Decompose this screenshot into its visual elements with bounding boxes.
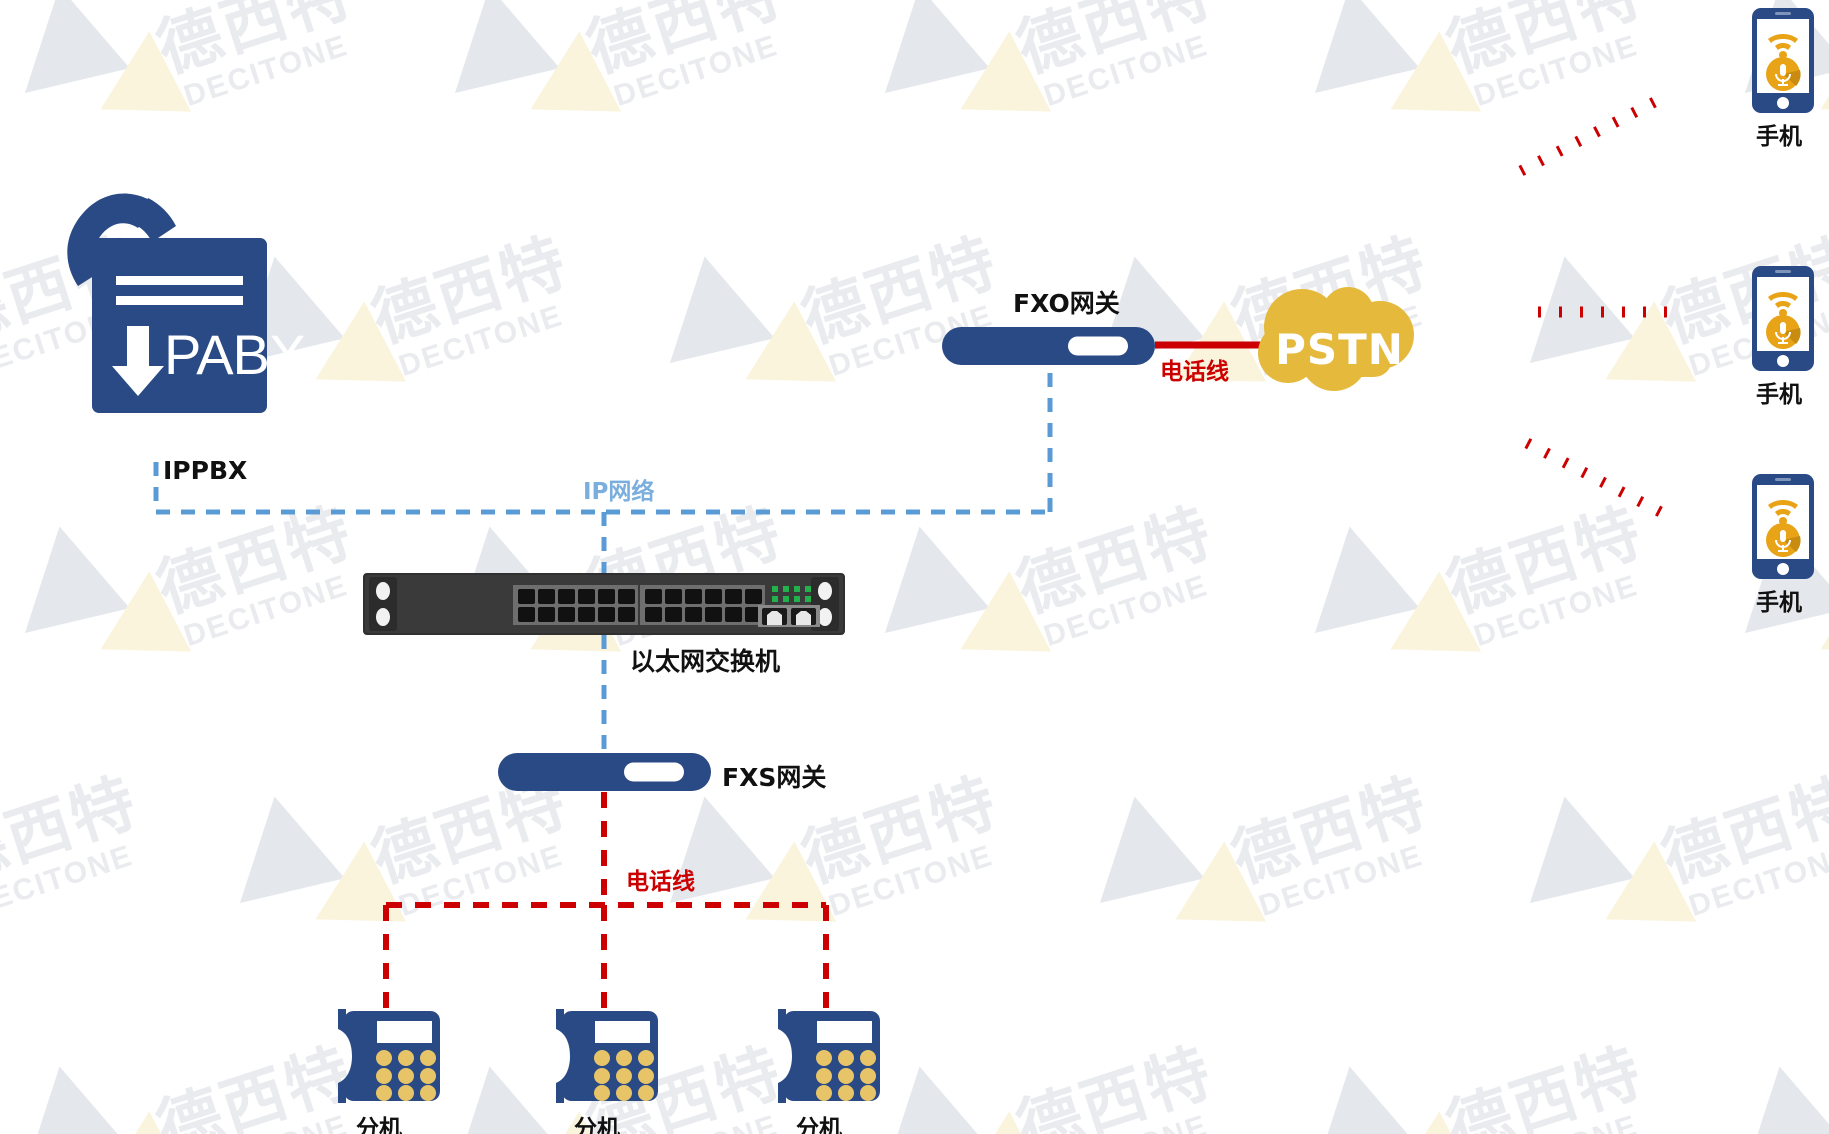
telephone-handset-icon (67, 193, 176, 286)
label-ippbx: IPPBX (163, 456, 248, 485)
node-fxs-gateway[interactable] (498, 753, 711, 791)
node-mobile-3[interactable]: 手机 (1752, 474, 1814, 616)
node-ethernet-switch[interactable] (363, 573, 845, 635)
fxs-gateway-slot (624, 762, 684, 782)
desk-phone-icon (778, 1009, 880, 1103)
node-pstn[interactable]: PSTN (1252, 287, 1427, 392)
pabx-body: PABX (92, 238, 306, 413)
label-phone-line-ext: 电话线 (626, 869, 695, 895)
mobile-phone-icon (1752, 474, 1814, 579)
label-extension-2: 分机 (574, 1116, 620, 1134)
node-extension-3[interactable]: 分机 (770, 1005, 882, 1134)
label-mobile-1: 手机 (1756, 124, 1802, 150)
mobile-phone-icon (1752, 8, 1814, 113)
node-ippbx[interactable]: PABX (60, 190, 310, 420)
cloud-icon (1258, 287, 1414, 391)
label-phone-line-pstn: 电话线 (1160, 359, 1229, 385)
label-fxo-gateway: FXO网关 (1013, 289, 1120, 318)
mobile-phone-icon (1752, 266, 1814, 371)
node-fxo-gateway[interactable] (942, 327, 1155, 365)
label-ip-network: IP网络 (583, 479, 655, 505)
node-extension-1[interactable]: 分机 (330, 1005, 442, 1134)
label-mobile-2: 手机 (1756, 382, 1802, 408)
pabx-badge-text: PABX (164, 323, 306, 386)
label-extension-3: 分机 (796, 1116, 842, 1134)
ethernet-switch-icon (363, 573, 845, 635)
pabx-bar-bottom (116, 296, 243, 305)
node-mobile-2[interactable]: 手机 (1752, 266, 1814, 408)
node-mobile-1[interactable]: 手机 (1752, 8, 1814, 150)
switch-sfp-ports (758, 605, 820, 627)
down-arrow-icon (112, 326, 164, 396)
desk-phone-icon (556, 1009, 658, 1103)
desk-phone-icon (338, 1009, 440, 1103)
label-mobile-3: 手机 (1756, 590, 1802, 616)
pabx-bar-top (116, 276, 243, 285)
pstn-label: PSTN (1275, 325, 1404, 374)
label-ethernet-switch: 以太网交换机 (630, 647, 781, 676)
label-fxs-gateway: FXS网关 (722, 763, 827, 792)
fxo-gateway-slot (1068, 336, 1128, 356)
label-extension-1: 分机 (356, 1116, 402, 1134)
node-extension-2[interactable]: 分机 (548, 1005, 660, 1134)
